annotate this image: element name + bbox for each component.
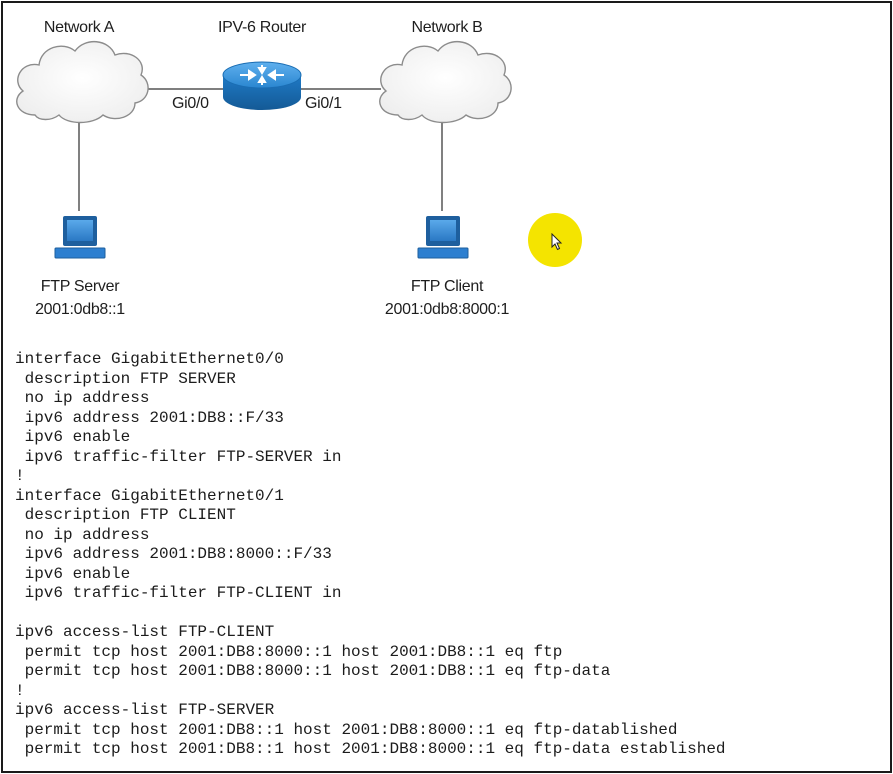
config-line: ! — [15, 467, 25, 485]
router-interface-gi0-0-label: Gi0/0 — [172, 95, 209, 112]
config-line: description FTP CLIENT — [15, 506, 236, 524]
network-b-cloud-icon — [379, 41, 512, 124]
ftp-server-pc-icon — [54, 216, 106, 259]
config-line: ipv6 address 2001:DB8::F/33 — [15, 408, 284, 427]
router-label: IPV-6 Router — [217, 19, 307, 36]
config-line: ipv6 enable — [15, 564, 131, 583]
router-icon — [222, 61, 302, 110]
config-line: interface GigabitEthernet0/1 — [15, 486, 284, 505]
router-config-listing: interface GigabitEthernet0/0 description… — [15, 350, 726, 760]
config-line: interface GigabitEthernet0/0 — [15, 350, 284, 368]
ftp-client-pc-icon — [417, 216, 469, 259]
ftp-client-label: FTP Client — [410, 278, 484, 295]
network-a-cloud-icon — [16, 41, 149, 124]
config-line — [15, 604, 726, 624]
network-a-label: Network A — [43, 19, 115, 36]
config-line: ipv6 traffic-filter FTP-SERVER in — [15, 447, 342, 466]
config-line: ipv6 traffic-filter FTP-CLIENT in — [15, 584, 342, 602]
config-line: ipv6 enable — [15, 428, 131, 446]
ftp-server-address: 2001:0db8::1 — [35, 301, 125, 318]
network-b-label: Network B — [411, 19, 483, 36]
router-interface-gi0-1-label: Gi0/1 — [305, 95, 342, 112]
ftp-client-address: 2001:0db8:8000:1 — [384, 301, 510, 318]
config-line: no ip address — [15, 389, 150, 407]
config-line: description FTP SERVER — [15, 369, 236, 388]
config-line: permit tcp host 2001:DB8:8000::1 host 20… — [15, 662, 611, 680]
config-line: no ip address — [15, 525, 150, 544]
config-line: ipv6 address 2001:DB8:8000::F/33 — [15, 545, 332, 563]
topology-diagram — [16, 41, 512, 259]
config-line: permit tcp host 2001:DB8:8000::1 host 20… — [15, 642, 563, 661]
ftp-server-label: FTP Server — [40, 278, 120, 295]
config-line: ! — [15, 681, 25, 700]
config-line: ipv6 access-list FTP-CLIENT — [15, 623, 275, 641]
config-line: permit tcp host 2001:DB8::1 host 2001:DB… — [15, 740, 726, 758]
config-line: permit tcp host 2001:DB8::1 host 2001:DB… — [15, 720, 678, 739]
config-line: ipv6 access-list FTP-SERVER — [15, 701, 275, 719]
mouse-pointer-icon — [551, 233, 563, 251]
